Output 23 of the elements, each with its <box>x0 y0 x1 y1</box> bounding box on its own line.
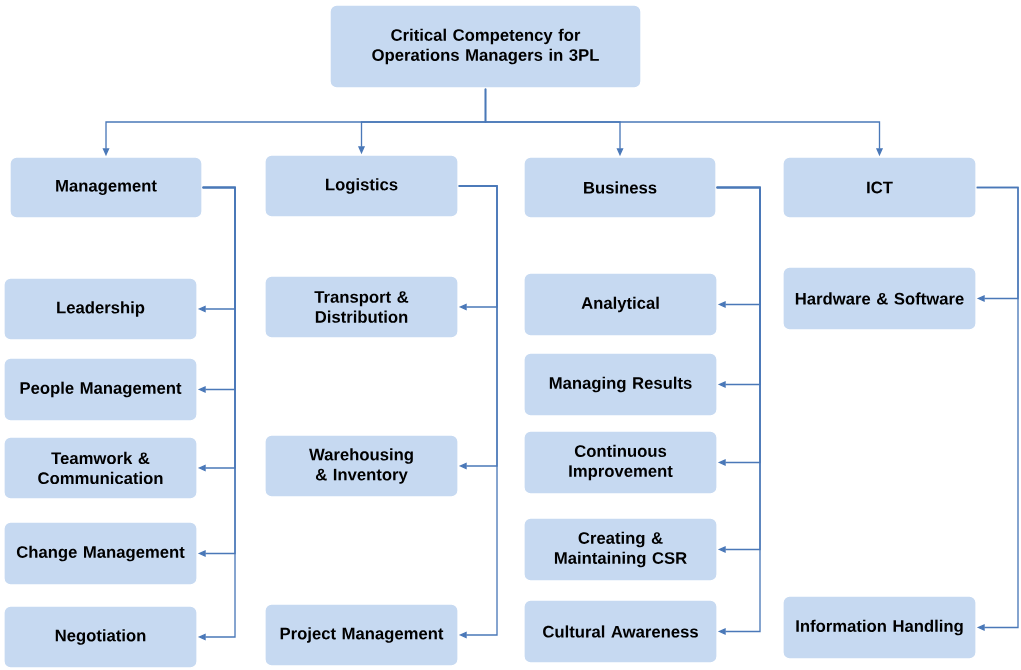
competency-box: Leadership <box>3 277 198 341</box>
competency-box: Warehousing & Inventory <box>264 434 459 498</box>
competency-box: Teamwork & Communication <box>3 436 198 500</box>
competency-box: People Management <box>3 357 198 422</box>
connector-arrow <box>976 186 1019 631</box>
competency-box: Negotiation <box>3 605 198 669</box>
competency-box: Continuous Improvement <box>523 430 718 495</box>
competency-box: Creating & Maintaining CSR <box>523 517 718 582</box>
category-box: Management <box>9 156 203 219</box>
title-box: Critical Competency for Operations Managers in 3PL <box>329 4 642 89</box>
category-box: Logistics <box>264 154 459 218</box>
competency-box: Change Management <box>3 521 198 586</box>
competency-box: Information Handling <box>782 595 977 660</box>
competency-box: Transport & Distribution <box>264 275 459 339</box>
category-box: Business <box>523 156 717 219</box>
competency-box: Project Management <box>264 603 459 667</box>
connector-arrow <box>716 186 761 635</box>
competency-box: Hardware & Software <box>782 266 977 331</box>
competency-box: Cultural Awareness <box>523 599 718 664</box>
competency-box: Managing Results <box>523 352 718 417</box>
competency-box: Analytical <box>523 272 718 337</box>
category-box: ICT <box>782 156 977 219</box>
connector-arrow <box>458 185 498 639</box>
